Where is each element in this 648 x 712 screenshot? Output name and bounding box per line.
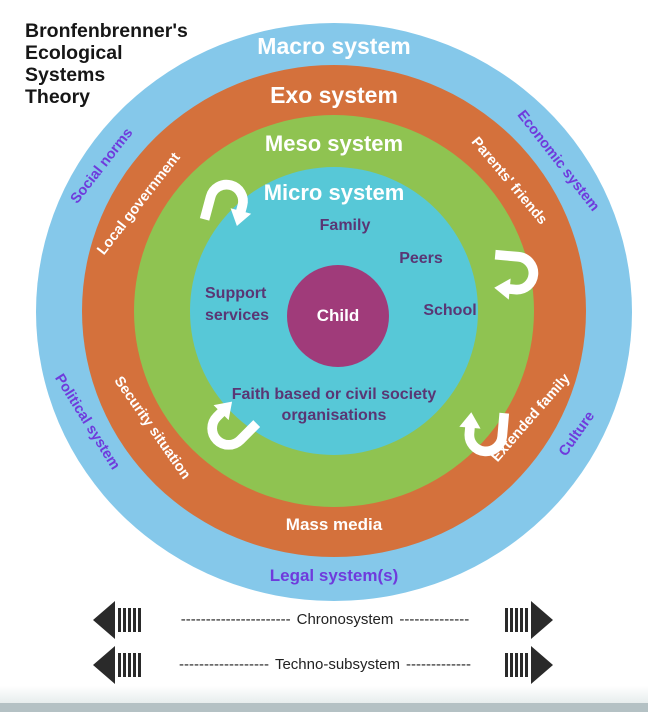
left-arrow-icon [93, 646, 115, 684]
right-arrow-icon [531, 601, 553, 639]
legal-systems-label: Legal system(s) [269, 566, 399, 585]
micro-system-label: Micro system [263, 180, 405, 205]
child-circle: Child [287, 265, 389, 367]
techno-subsystem-label: Techno-subsystem [274, 656, 401, 673]
arrow-stripes-icon [118, 653, 141, 677]
rotation-arrow-icon [459, 412, 510, 457]
arrow-stripes-icon [505, 608, 528, 632]
window-bottom-bar [0, 703, 648, 712]
techno-left-dashes: ------------------ [179, 656, 269, 673]
arrow-stripes-icon [505, 653, 528, 677]
chronosystem-right-dashes: -------------- [399, 611, 470, 628]
peers-label: Peers [399, 250, 443, 267]
techno-subsystem-axis: ------------------ Techno-subsystem ----… [179, 656, 471, 673]
meso-system-label: Meso system [264, 131, 404, 156]
techno-right-dashes: ------------- [406, 656, 471, 673]
arrow-stripes-icon [118, 608, 141, 632]
exo-system-label: Exo system [270, 82, 398, 108]
rotation-arrow-icon [207, 401, 261, 450]
mass-media-label: Mass media [285, 515, 383, 534]
child-label: Child [316, 306, 360, 325]
chronosystem-label: Chronosystem [296, 611, 394, 628]
support-services-label: Support services [205, 285, 270, 324]
left-arrow-icon [93, 601, 115, 639]
faith-organisations-label: Faith based or civil society organisatio… [231, 386, 437, 424]
right-arrow-icon [531, 646, 553, 684]
family-label: Family [319, 217, 371, 234]
chronosystem-axis: ---------------------- Chronosystem ----… [181, 611, 470, 628]
diagram-title: Bronfenbrenner's Ecological Systems Theo… [25, 20, 188, 108]
school-label: School [423, 302, 477, 319]
rotation-arrow-icon [199, 179, 252, 226]
rotation-arrow-icon [494, 249, 539, 300]
footer-gradient [0, 686, 648, 703]
macro-system-label: Macro system [257, 33, 411, 59]
chronosystem-left-dashes: ---------------------- [180, 611, 291, 628]
